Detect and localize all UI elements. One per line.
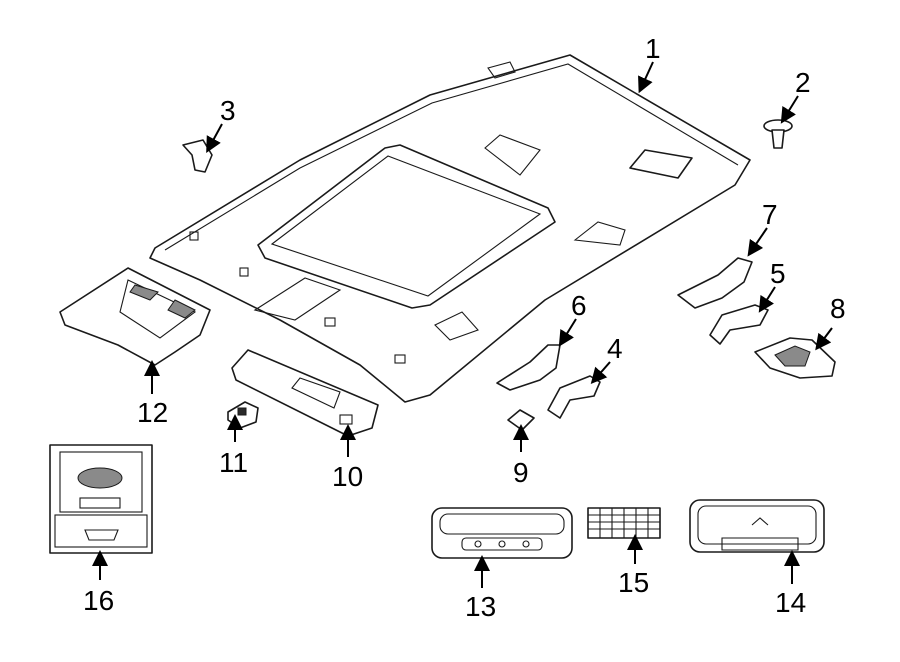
callout-2: 2 — [795, 67, 811, 98]
callout-6: 6 — [571, 290, 587, 321]
callout-16: 16 — [83, 585, 114, 616]
visor-clip-part — [507, 409, 535, 431]
callout-9: 9 — [513, 457, 529, 488]
bracket-part-3 — [182, 139, 213, 173]
headliner-part — [149, 54, 751, 403]
trim-panel-part — [59, 267, 211, 366]
callout-3: 3 — [220, 95, 236, 126]
callout-4: 4 — [607, 333, 623, 364]
leader-arrows — [92, 61, 833, 588]
clip-part — [763, 119, 793, 149]
console-frame-part — [49, 444, 153, 554]
callout-10: 10 — [332, 461, 363, 492]
callout-8: 8 — [830, 293, 846, 324]
sensor-cover-part — [754, 337, 836, 379]
overhead-console-part-13 — [431, 507, 573, 559]
grab-handle-part-4 — [547, 375, 601, 419]
visor-mount-part — [227, 401, 259, 429]
callout-15: 15 — [618, 567, 649, 598]
callout-13: 13 — [465, 591, 496, 622]
speaker-grille-part — [587, 507, 661, 539]
callout-12: 12 — [137, 397, 168, 428]
callout-11: 11 — [219, 447, 248, 478]
callout-5: 5 — [770, 258, 786, 289]
bracket-part-6 — [496, 344, 561, 391]
callout-14: 14 — [775, 587, 806, 618]
grab-handle-part-5 — [709, 304, 769, 345]
callout-1: 1 — [645, 33, 661, 64]
bracket-part-7 — [677, 257, 753, 309]
overhead-console-part-14 — [689, 499, 825, 553]
callout-7: 7 — [762, 199, 778, 230]
